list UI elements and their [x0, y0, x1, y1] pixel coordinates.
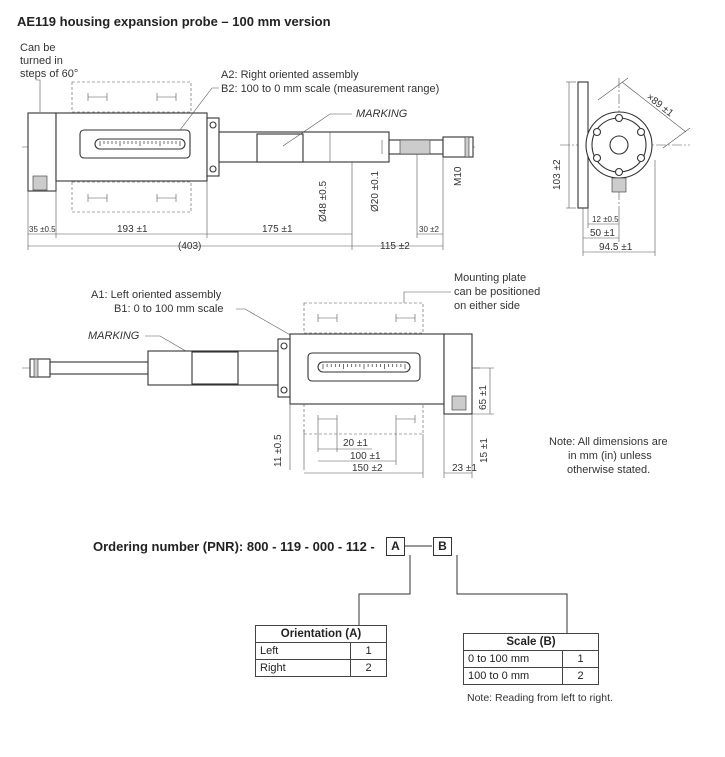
dim-100: 100 ±1 — [350, 451, 381, 462]
assembly-a2-label: A2: Right oriented assembly — [221, 69, 359, 81]
tip-nut — [464, 136, 470, 158]
dim-12: 12 ±0.5 — [592, 215, 619, 224]
scale-table: Scale (B) 0 to 100 mm 1 100 to 0 mm 2 — [463, 633, 599, 685]
assembly-a1-label: A1: Left oriented assembly — [91, 289, 222, 301]
dim-15: 15 ±1 — [479, 438, 490, 463]
table-row: 100 to 0 mm 2 — [463, 667, 599, 685]
top-view: Can be turned in steps of 60° A2: R — [20, 42, 475, 252]
bottom-probe-rod — [49, 361, 149, 375]
flange-hole — [636, 153, 646, 163]
dim-175: 175 ±1 — [262, 224, 293, 235]
scale-table-note: Note: Reading from left to right. — [467, 692, 613, 704]
table-row: 0 to 100 mm 1 — [463, 650, 599, 668]
flange-bolt — [209, 121, 217, 129]
flange-hole — [614, 167, 624, 177]
marking-area — [256, 133, 304, 163]
marking-leader-top — [282, 113, 352, 147]
mounting-note-leader — [403, 291, 451, 303]
a2-leader — [179, 87, 219, 131]
dim-193: 193 ±1 — [117, 224, 148, 235]
flange-bore — [609, 135, 629, 155]
scale-table-header: Scale (B) — [463, 633, 599, 651]
dimension-note-line-3: otherwise stated. — [567, 464, 650, 476]
drawing-title: AE119 housing expansion probe – 100 mm v… — [17, 14, 331, 29]
ordering-number-label: Ordering number (PNR): 800 - 119 - 000 -… — [93, 539, 375, 554]
side-cable-gland — [611, 177, 627, 193]
rod-thread — [399, 139, 431, 155]
cable-gland — [32, 175, 48, 191]
orientation-connector — [358, 555, 411, 625]
dim-23: 23 ±1 — [452, 463, 477, 474]
flange-hole — [636, 127, 646, 137]
dim-dia48: Ø48 ±0.5 — [318, 180, 329, 222]
dim-94-5: 94.5 ±1 — [599, 242, 633, 253]
rotation-note-line-3: steps of 60° — [20, 68, 78, 80]
orientation-table-header: Orientation (A) — [255, 625, 387, 643]
rotation-note-leader — [36, 79, 41, 112]
bottom-scale-ticks — [322, 364, 406, 369]
probe-tube — [218, 131, 390, 163]
flange-hole — [614, 113, 624, 123]
flange-hole — [592, 127, 602, 137]
orientation-label: Left — [255, 642, 351, 660]
orientation-code: 1 — [350, 642, 387, 660]
marking-label-bottom: MARKING — [88, 330, 140, 342]
scale-label: 100 to 0 mm — [463, 667, 563, 685]
mounting-note-line-1: Mounting plate — [454, 272, 526, 284]
orientation-table: Orientation (A) Left 1 Right 2 — [255, 625, 387, 677]
dim-dia20: Ø20 ±0.1 — [370, 170, 381, 212]
table-row: Left 1 — [255, 642, 387, 660]
dim-65: 65 ±1 — [478, 385, 489, 410]
dim-50: 50 ±1 — [590, 228, 615, 239]
flange-bolt — [209, 165, 217, 173]
table-row: Right 2 — [255, 659, 387, 677]
scale-ticks — [99, 141, 181, 146]
pnr-box-b: B — [433, 537, 452, 556]
dim-150: 150 ±2 — [352, 463, 383, 474]
dim-403: (403) — [178, 241, 201, 252]
orientation-code: 2 — [350, 659, 387, 677]
bottom-view: Mounting plate can be positioned on eith… — [22, 272, 540, 478]
dim-m10: M10 — [453, 166, 464, 186]
dim-35: 35 ±0.5 — [29, 225, 56, 234]
side-view: ×89 ±1 103 ±2 12 ±0.5 50 ±1 94.5 ±1 — [552, 77, 691, 256]
marking-label-top: MARKING — [356, 108, 408, 120]
dim-20: 20 ±1 — [343, 438, 368, 449]
pnr-box-a: A — [386, 537, 405, 556]
rotation-note-line-1: Can be — [20, 42, 55, 54]
mounting-note-line-3: on either side — [454, 300, 520, 312]
mounting-note-line-2: can be positioned — [454, 286, 540, 298]
dimension-note-line-2: in mm (in) unless — [568, 450, 652, 462]
scale-b1-label: B1: 0 to 100 mm scale — [114, 303, 223, 315]
scale-connector — [456, 555, 568, 633]
dim-dia89: ×89 ±1 — [644, 92, 675, 120]
dim-30: 30 ±2 — [419, 225, 440, 234]
dimension-note-line-1: Note: All dimensions are — [549, 436, 668, 448]
dim-115: 115 ±2 — [380, 241, 410, 252]
dim-11: 11 ±0.5 — [273, 434, 284, 467]
dim-103: 103 ±2 — [552, 159, 563, 190]
flange-hole — [592, 153, 602, 163]
scale-b2-label: B2: 100 to 0 mm scale (measurement range… — [221, 83, 439, 95]
orientation-label: Right — [255, 659, 351, 677]
rotation-note-line-2: turned in — [20, 55, 63, 67]
scale-code: 2 — [562, 667, 599, 685]
mounting-plate-bottom — [71, 181, 192, 213]
mounting-plate-top — [71, 81, 192, 113]
bottom-probe-tip — [29, 358, 51, 378]
scale-label: 0 to 100 mm — [463, 650, 563, 668]
scale-code: 1 — [562, 650, 599, 668]
bottom-marking-area — [191, 351, 239, 385]
